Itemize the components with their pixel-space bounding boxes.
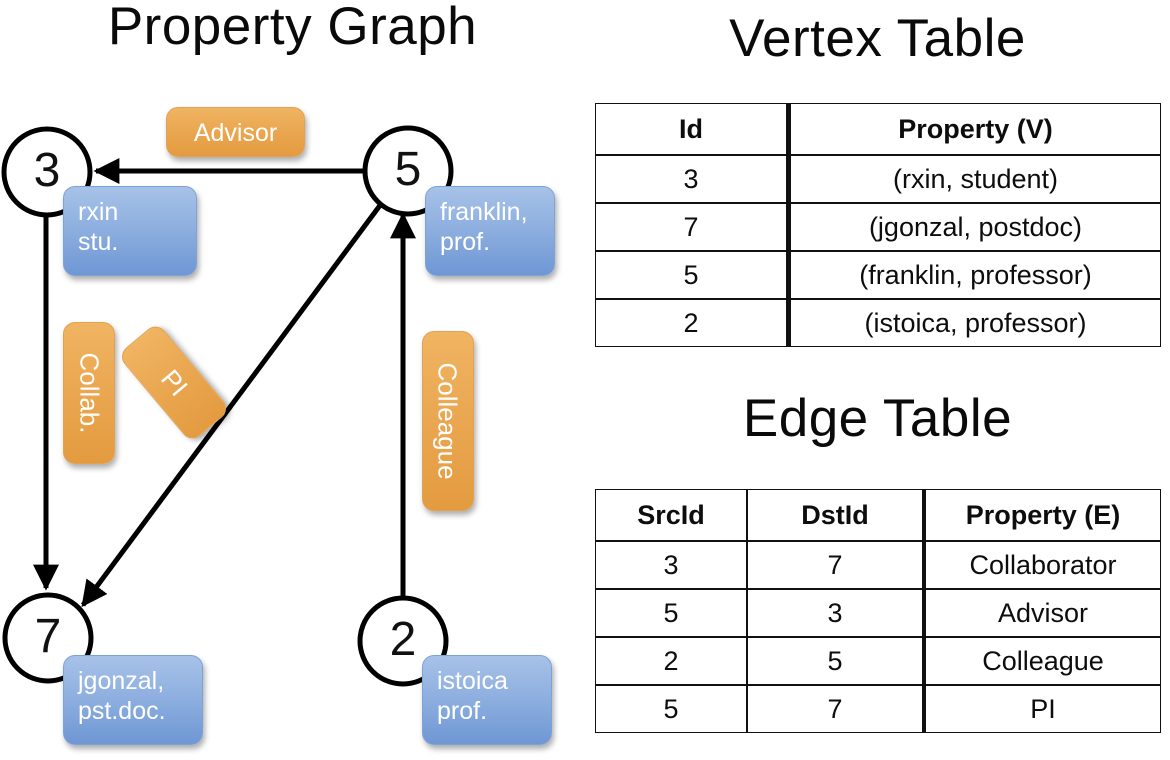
vertex-property-line: jgonzal, [78,667,165,695]
property-graph-title: Property Graph [107,0,478,56]
vertex-cell-property: (jgonzal, postdoc) [787,203,1161,251]
edge-cell-dstid: 3 [747,589,923,637]
edge-col-header-dstid: DstId [747,489,923,541]
vertex-property-line: pst.doc. [78,697,166,725]
edge-label-chip-colleague: Colleague [422,331,474,511]
edge-col-header-srcid: SrcId [595,489,747,541]
table-row: 5 (franklin, professor) [595,251,1161,299]
vertex-property-line: stu. [78,228,119,256]
edge-cell-srcid: 5 [595,589,747,637]
edge-cell-property: PI [923,685,1161,733]
edge-cell-property: Colleague [923,637,1161,685]
node-label-2: 2 [389,613,417,666]
vertex-property-line: rxin [78,198,119,226]
edge-label-text: PI [154,363,194,402]
edge-5-to-7 [80,202,384,608]
edge-cell-dstid: 5 [747,637,923,685]
vertex-table-title: Vertex Table [729,9,1026,68]
vertex-property-line: prof. [437,697,488,725]
vertex-cell-id: 3 [595,155,787,203]
edge-label-text: Collab. [74,352,104,434]
vertex-cell-id: 5 [595,251,787,299]
vertex-property-chip-2: istoica prof. [422,655,552,745]
vertex-property-chip-5: franklin, prof. [425,186,555,276]
vertex-table: Id Property (V) 3 (rxin, student) 7 (jgo… [595,103,1161,347]
table-row: 5 3 Advisor [595,589,1161,637]
vertex-col-header-property: Property (V) [787,103,1161,155]
edge-cell-property: Advisor [923,589,1161,637]
edge-label-chip-advisor: Advisor [166,107,305,157]
vertex-col-header-id: Id [595,103,787,155]
table-row: 2 5 Colleague [595,637,1161,685]
vertex-cell-id: 2 [595,299,787,347]
edge-label-chip-collab: Collab. [63,322,115,464]
node-label-7: 7 [34,610,62,663]
edge-table: SrcId DstId Property (E) 3 7 Collaborato… [595,489,1161,733]
edge-cell-dstid: 7 [747,541,923,589]
vertex-cell-id: 7 [595,203,787,251]
vertex-property-chip-3: rxin stu. [63,186,197,276]
edge-table-title: Edge Table [742,389,1013,448]
node-label-5: 5 [394,143,422,196]
table-row: 7 (jgonzal, postdoc) [595,203,1161,251]
edge-cell-srcid: 2 [595,637,747,685]
vertex-table-header-row: Id Property (V) [595,103,1161,155]
table-row: 3 (rxin, student) [595,155,1161,203]
edge-col-header-property: Property (E) [923,489,1161,541]
edge-cell-srcid: 3 [595,541,747,589]
edge-cell-property: Collaborator [923,541,1161,589]
property-graph-panel: Property Graph 3 5 7 2 rxin stu. frankli… [1,0,555,745]
vertex-property-line: franklin, [440,198,528,226]
vertex-cell-property: (istoica, professor) [787,299,1161,347]
vertex-property-line: istoica [437,667,508,695]
edge-cell-srcid: 5 [595,685,747,733]
edge-table-header-row: SrcId DstId Property (E) [595,489,1161,541]
node-label-3: 3 [33,144,61,197]
table-row: 2 (istoica, professor) [595,299,1161,347]
table-row: 3 7 Collaborator [595,541,1161,589]
table-row: 5 7 PI [595,685,1161,733]
vertex-cell-property: (franklin, professor) [787,251,1161,299]
edge-cell-dstid: 7 [747,685,923,733]
vertex-cell-property: (rxin, student) [787,155,1161,203]
vertex-property-line: prof. [440,228,491,256]
edge-label-text: Colleague [433,362,463,480]
vertex-property-chip-7: jgonzal, pst.doc. [63,655,203,745]
